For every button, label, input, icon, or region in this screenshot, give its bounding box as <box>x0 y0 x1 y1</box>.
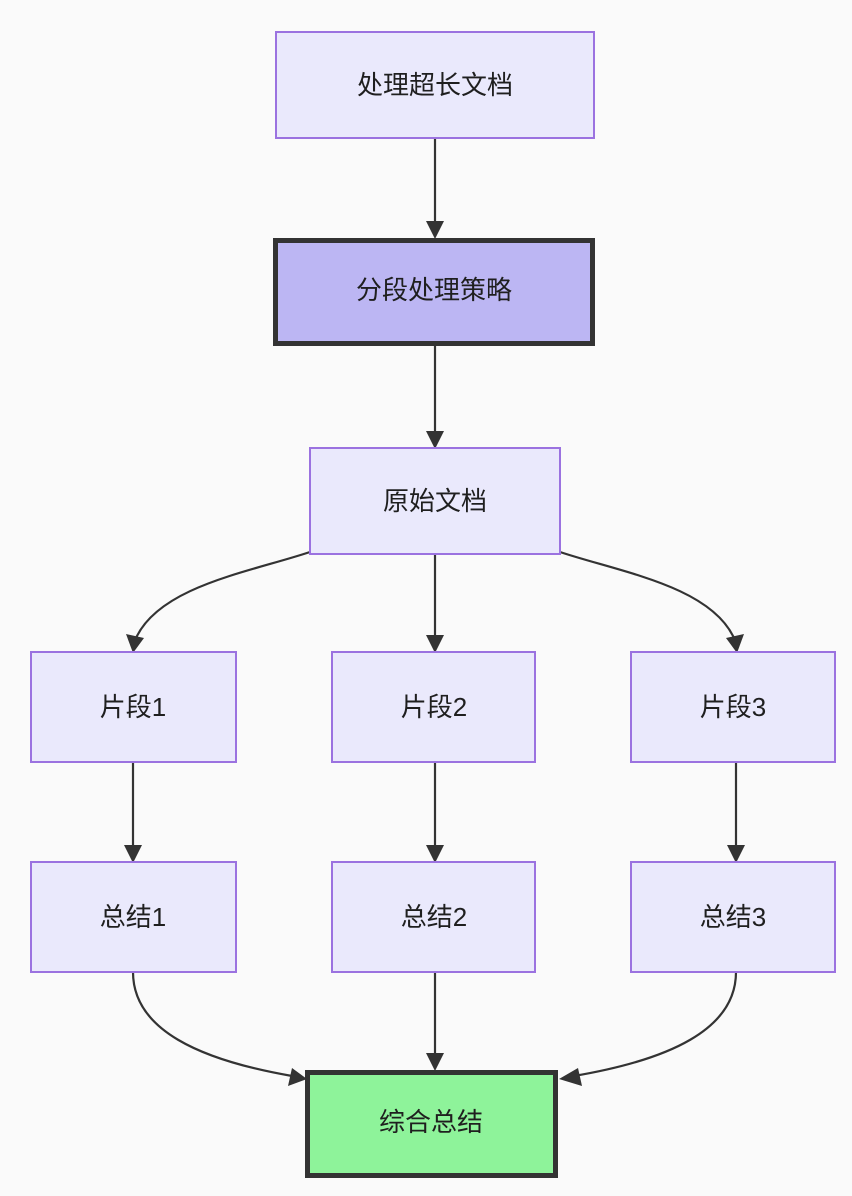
node-seg2[interactable]: 片段2 <box>331 651 536 763</box>
node-final[interactable]: 综合总结 <box>305 1070 558 1178</box>
edge-seg3-to-sum3 <box>727 762 745 863</box>
edge-origin-to-seg2 <box>426 554 444 653</box>
edge-strategy-to-origin <box>426 346 444 449</box>
node-seg3[interactable]: 片段3 <box>630 651 836 763</box>
edge-sum2-to-final <box>426 972 444 1071</box>
edge-sum1-to-final <box>131 971 307 1086</box>
node-strategy[interactable]: 分段处理策略 <box>273 238 595 346</box>
edge-doc-to-strategy <box>426 138 444 239</box>
node-layer: 处理超长文档 分段处理策略 原始文档 片段1 片段2 片段3 <box>30 31 836 1178</box>
node-sum2[interactable]: 总结2 <box>331 861 536 973</box>
edge-origin-to-seg1 <box>126 550 311 653</box>
node-origin[interactable]: 原始文档 <box>309 447 561 555</box>
edge-sum3-to-final <box>559 971 738 1086</box>
edge-layer <box>124 138 745 1086</box>
edge-seg2-to-sum2 <box>426 762 444 863</box>
node-sum1[interactable]: 总结1 <box>30 861 237 973</box>
node-sum3[interactable]: 总结3 <box>630 861 836 973</box>
edge-origin-to-seg3 <box>559 550 744 653</box>
node-seg1[interactable]: 片段1 <box>30 651 237 763</box>
edge-seg1-to-sum1 <box>124 762 142 863</box>
node-doc[interactable]: 处理超长文档 <box>275 31 595 139</box>
